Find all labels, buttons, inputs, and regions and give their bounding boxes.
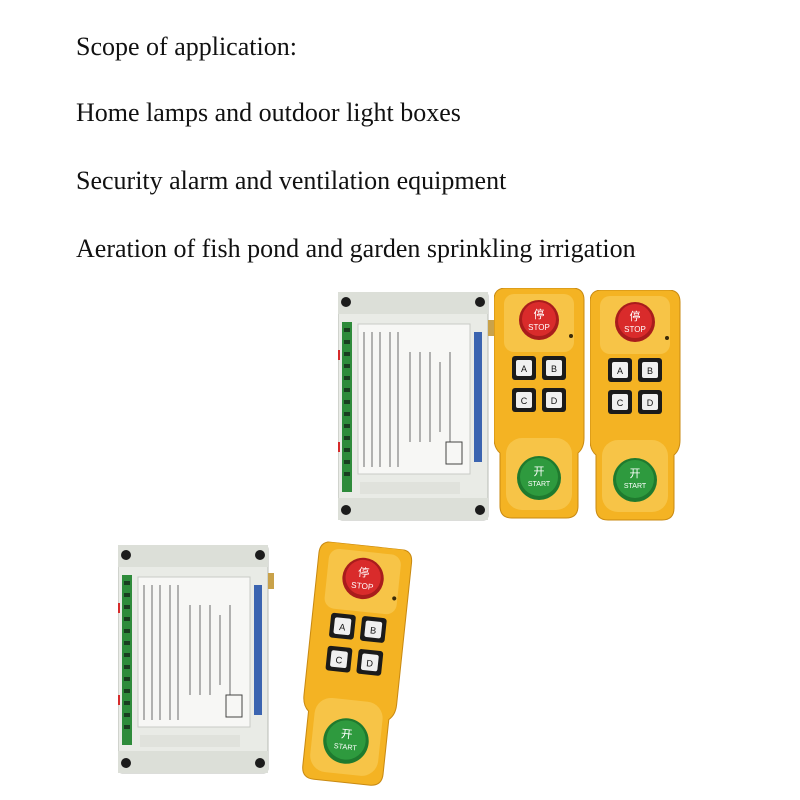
remote-control-top-left: 停 STOP A B C D 开 START bbox=[494, 288, 585, 519]
key-c-label: C bbox=[335, 655, 343, 666]
receiver-module-top bbox=[338, 292, 495, 521]
start-label-cn: 开 bbox=[630, 468, 641, 480]
key-a-label: A bbox=[521, 364, 527, 374]
start-label-en: START bbox=[624, 483, 647, 490]
start-label-en: START bbox=[333, 741, 357, 752]
receiver-module-bottom bbox=[118, 545, 275, 774]
key-b-label: B bbox=[551, 364, 557, 374]
stop-label-en: STOP bbox=[624, 325, 646, 334]
start-label-cn: 开 bbox=[534, 466, 545, 478]
key-c-label: C bbox=[617, 398, 624, 408]
stop-label-cn: 停 bbox=[357, 565, 370, 580]
stop-label-cn: 停 bbox=[534, 307, 545, 321]
key-a-label: A bbox=[339, 622, 347, 633]
heading-scope: Scope of application: bbox=[76, 32, 297, 61]
key-b-label: B bbox=[647, 366, 653, 376]
stop-label-en: STOP bbox=[351, 581, 375, 592]
key-d-label: D bbox=[366, 658, 374, 669]
item-security: Security alarm and ventilation equipment bbox=[76, 166, 507, 195]
item-lamps: Home lamps and outdoor light boxes bbox=[76, 98, 461, 127]
stop-label-en: STOP bbox=[528, 323, 550, 332]
start-label-en: START bbox=[528, 481, 551, 488]
item-aeration: Aeration of fish pond and garden sprinkl… bbox=[76, 234, 636, 263]
remote-control-top-right: 停 STOP A B C D 开 START bbox=[590, 290, 681, 521]
key-d-label: D bbox=[647, 398, 654, 408]
start-label-cn: 开 bbox=[340, 728, 353, 741]
key-c-label: C bbox=[521, 396, 528, 406]
key-d-label: D bbox=[551, 396, 558, 406]
key-a-label: A bbox=[617, 366, 623, 376]
key-b-label: B bbox=[370, 625, 377, 636]
stop-label-cn: 停 bbox=[630, 309, 641, 323]
remote-control-bottom: 停 STOP A B C D 开 START bbox=[294, 540, 414, 788]
